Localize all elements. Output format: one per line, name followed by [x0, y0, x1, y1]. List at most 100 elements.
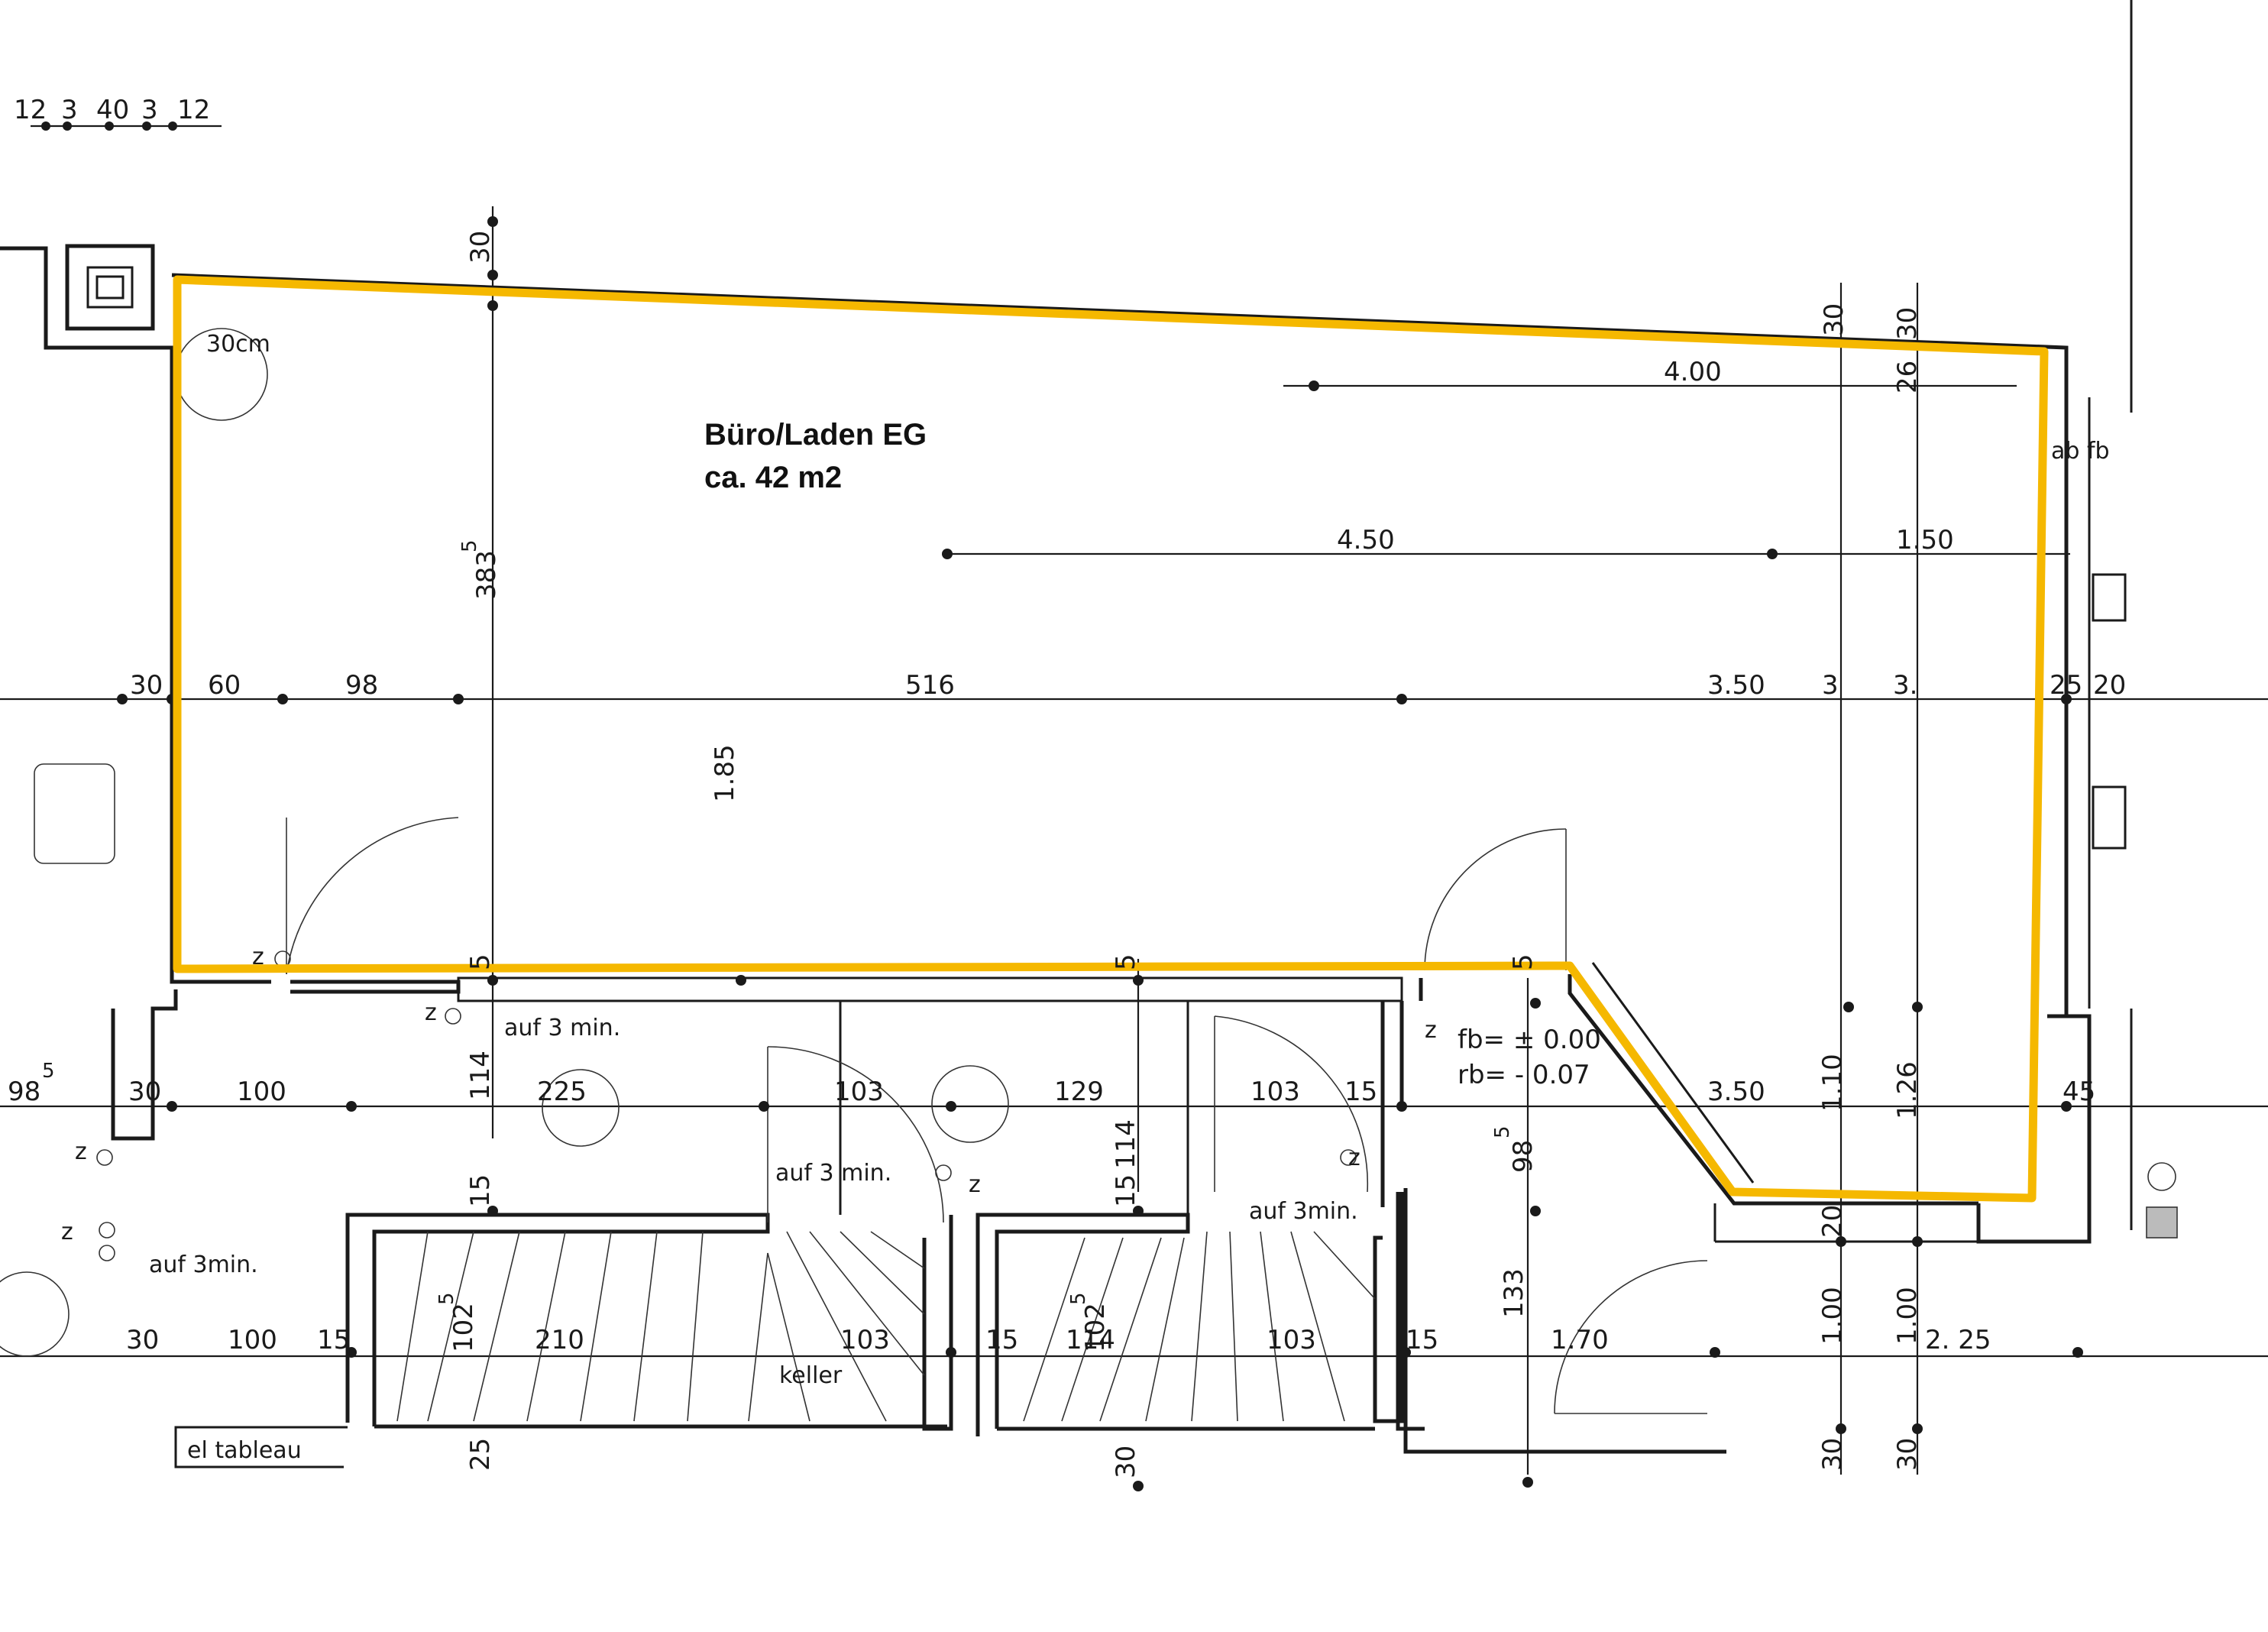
label-30cm: 30cm: [206, 331, 270, 358]
round-fixtures: [0, 328, 2178, 1357]
label-auf-2: auf 3 min.: [775, 1160, 891, 1187]
dim-30-left: 30: [130, 670, 163, 701]
dim-45: 45: [2063, 1077, 2095, 1107]
dim-100-low: 100: [228, 1325, 277, 1355]
dimension-lines: [0, 125, 2268, 1475]
dim-1-85: 1.85: [710, 744, 740, 802]
dim-26: 26: [1892, 361, 1923, 393]
dim-15-b: 15: [1111, 1174, 1141, 1207]
label-keller: keller: [779, 1362, 843, 1389]
dim-98: 98: [345, 670, 378, 701]
dim-25-right: 25: [2050, 670, 2082, 701]
label-z-1: z: [252, 944, 264, 970]
dim-225: 225: [537, 1077, 587, 1107]
label-el-tableau: el tableau: [187, 1437, 302, 1464]
label-rb: rb= - 0.07: [1458, 1060, 1590, 1090]
dim-15-a: 15: [1344, 1077, 1377, 1107]
dim-30-low: 30: [126, 1325, 159, 1355]
dim-15-low: 15: [317, 1325, 350, 1355]
dim-102-a-sup: 5: [435, 1292, 458, 1305]
dimension-labels: 30cm 4.00 4.50 1.50 383 5 1.85 30 60 98 …: [8, 231, 2126, 1478]
dim-129: 129: [1054, 1077, 1104, 1107]
label-z-4: z: [1348, 1145, 1360, 1171]
top-dim-2: 3: [61, 95, 78, 125]
top-dim-3: 40: [96, 95, 129, 125]
top-dim-4: 3: [141, 95, 158, 125]
dim-3-50-top: 3.50: [1707, 670, 1765, 701]
dim-1-26: 1.26: [1892, 1061, 1923, 1119]
dim-1-00-b: 1.00: [1892, 1287, 1923, 1345]
top-dim-5: 12: [177, 95, 210, 125]
fixture-circle-2: [542, 1069, 620, 1147]
label-auf-3: auf 3min.: [1249, 1198, 1358, 1225]
label-auf-1: auf 3 min.: [504, 1015, 620, 1041]
room-area: ca. 42 m2: [704, 461, 842, 494]
dim-98-right: 98: [1508, 1140, 1538, 1173]
top-dim-1: 12: [14, 95, 47, 125]
dim-20-low: 20: [1817, 1205, 1848, 1238]
dim-25-low: 25: [465, 1438, 496, 1471]
dim-133: 133: [1499, 1268, 1529, 1318]
dim-30-r2: 30: [1892, 307, 1923, 340]
label-z-7: z: [61, 1219, 73, 1245]
dim-1-00-a: 1.00: [1817, 1287, 1848, 1345]
dim-4-00: 4.00: [1664, 357, 1722, 387]
dim-100-mid: 100: [237, 1077, 286, 1107]
dim-15-c: 15: [465, 1174, 496, 1207]
grid-nodes: [117, 216, 2083, 1491]
dim-103-c: 103: [840, 1325, 890, 1355]
dim-30-mid: 30: [128, 1077, 161, 1107]
dim-3-b: 3.: [1893, 670, 1917, 701]
label-z-6: z: [75, 1138, 87, 1165]
dim-1-10: 1.10: [1817, 1054, 1848, 1112]
dim-30-bottom-1: 30: [1111, 1446, 1141, 1478]
fixture-circle-4: [0, 1271, 70, 1357]
area-outline: [173, 275, 2049, 1203]
dim-4-50: 4.50: [1337, 525, 1395, 555]
dim-60: 60: [208, 670, 241, 701]
dim-102-b-sup: 5: [1067, 1292, 1090, 1305]
dim-114-a: 114: [465, 1051, 496, 1100]
dim-30-r1: 30: [1819, 303, 1849, 336]
label-z-2: z: [425, 999, 437, 1026]
dim-30-bottom-2: 30: [1817, 1438, 1848, 1471]
dim-30-bottom-3: 30: [1892, 1438, 1923, 1471]
dim-15-d: 15: [985, 1325, 1018, 1355]
dim-20-right: 20: [2093, 670, 2126, 701]
switch-symbols: [96, 950, 1357, 1261]
dim-1-50: 1.50: [1896, 525, 1954, 555]
dim-516: 516: [905, 670, 955, 701]
room-title-block: Büro/Laden EG ca. 42 m2: [704, 418, 927, 494]
walls: [0, 0, 2133, 1468]
dim-98-left-sup: 5: [42, 1060, 55, 1083]
dim-2-25: 2. 25: [1925, 1325, 1991, 1355]
dim-114-b: 114: [1111, 1119, 1141, 1169]
dim-5-b: 5: [1111, 954, 1141, 970]
dim-30-top: 30: [465, 231, 496, 264]
dim-15-e: 15: [1406, 1325, 1438, 1355]
top-scale-dims: 12 3 40 3 12: [14, 95, 210, 131]
dim-102-a: 102: [448, 1303, 479, 1352]
dim-103-b: 103: [1250, 1077, 1300, 1107]
dim-103-a: 103: [834, 1077, 884, 1107]
dim-383-sup: 5: [458, 539, 481, 552]
label-z-3: z: [969, 1171, 981, 1198]
label-fb: fb= ± 0.00: [1458, 1025, 1601, 1055]
dim-103-d: 103: [1267, 1325, 1316, 1355]
dim-5-c: 5: [1508, 954, 1538, 970]
dim-98-left: 98: [8, 1077, 40, 1107]
fixture-circle-3: [931, 1065, 1009, 1143]
dim-102-b: 102: [1080, 1303, 1111, 1352]
dim-383: 383: [471, 550, 502, 600]
dim-114-c: 114: [1066, 1325, 1115, 1355]
dim-210: 210: [535, 1325, 584, 1355]
dim-1-70: 1.70: [1551, 1325, 1609, 1355]
dim-5-a: 5: [465, 954, 496, 970]
door-swings: [286, 817, 1708, 1414]
room-name: Büro/Laden EG: [704, 418, 927, 452]
label-ab-fb: ab fb: [2051, 438, 2110, 465]
dim-98-right-sup: 5: [1491, 1125, 1514, 1138]
label-z-5: z: [1425, 1017, 1437, 1044]
dim-3-50-low: 3.50: [1707, 1077, 1765, 1107]
